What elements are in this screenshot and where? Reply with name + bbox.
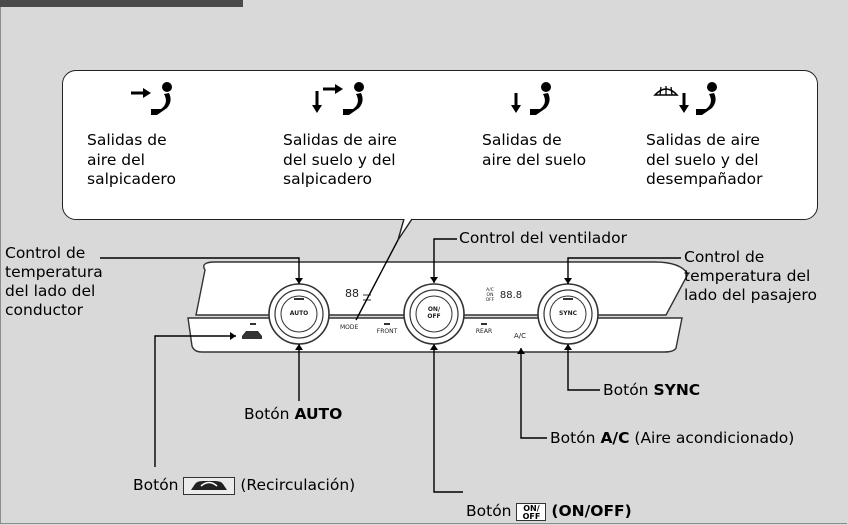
display-right: 88.8 xyxy=(499,290,523,301)
rear-defrost-indicator xyxy=(481,323,487,325)
fan-control-label: Control del ventilador xyxy=(459,229,627,247)
auto-button-label: Botón AUTO xyxy=(244,405,343,423)
ac-button-label-text: Botón A/C (Aire acondicionado) xyxy=(550,429,795,447)
floor-dashboard-vents-icon xyxy=(312,82,364,115)
fan-onoff-icon: ON/ OFF xyxy=(516,502,547,521)
onoff-button-label: Botón ON/ OFF (ON/OFF) xyxy=(466,502,632,521)
recirculation-button-label: Botón (Recirculación) xyxy=(133,476,356,495)
passenger-temperature-knob[interactable] xyxy=(537,283,599,345)
mode-floor-defrost: Salidas de aire del suelo y del desempañ… xyxy=(646,71,816,221)
mode-floor-dashboard-label: Salidas de aire del suelo y del salpicad… xyxy=(283,131,397,188)
panel-recirculation-button[interactable] xyxy=(242,323,262,339)
airflow-modes-callout: Salidas de aire del salpicadero Salidas … xyxy=(62,70,818,220)
floor-defrost-vents-icon xyxy=(653,82,717,115)
auto-knob-label: AUTO xyxy=(289,310,309,317)
fan-knob-label: ON/ OFF xyxy=(427,306,441,320)
mode-floor-dashboard: Salidas de aire del suelo y del salpicad… xyxy=(283,71,453,221)
header-tab xyxy=(0,0,243,7)
mode-dashboard-label: Salidas de aire del salpicadero xyxy=(87,131,176,188)
sync-knob-label: SYNC xyxy=(558,310,578,317)
sync-button-label: Botón SYNC xyxy=(603,381,701,399)
floor-vents-icon xyxy=(511,82,551,115)
dashboard-vents-icon xyxy=(131,82,172,115)
mode-floor-defrost-label: Salidas de aire del suelo y del desempañ… xyxy=(646,131,763,188)
display-left: 88 xyxy=(345,287,359,300)
ac-on-off-indicator: A/C ON OFF xyxy=(485,288,495,303)
mode-button-label[interactable]: MODE xyxy=(340,324,359,331)
ac-button-label[interactable]: A/C xyxy=(513,332,527,340)
fan-control-knob[interactable] xyxy=(403,283,465,345)
front-defrost-button-label[interactable]: FRONT xyxy=(376,328,398,335)
mode-floor-label: Salidas de aire del suelo xyxy=(482,131,587,169)
car-recirculation-icon xyxy=(183,476,236,495)
driver-temperature-label: Control de temperatura del lado del cond… xyxy=(5,244,103,319)
mode-floor: Salidas de aire del suelo xyxy=(482,71,632,221)
passenger-temperature-label: Control de temperatura del lado del pasa… xyxy=(684,248,817,304)
front-defrost-indicator xyxy=(384,323,390,325)
rear-defrost-button-label[interactable]: REAR xyxy=(475,328,493,335)
mode-dashboard: Salidas de aire del salpicadero xyxy=(87,71,247,221)
